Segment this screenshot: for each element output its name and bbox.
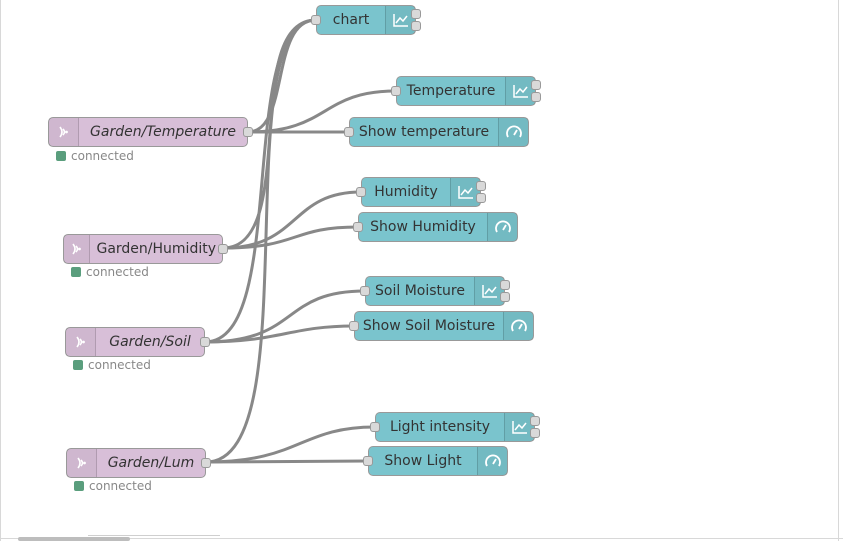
output-port[interactable] <box>243 127 253 137</box>
input-port[interactable] <box>344 127 354 137</box>
wire-temp-temperature <box>247 89 397 134</box>
input-port[interactable] <box>349 321 359 331</box>
node-label: Show Humidity <box>370 219 476 235</box>
node-label: Garden/Lum <box>107 455 195 471</box>
wire-lum-showlight <box>205 459 369 464</box>
chart-node-soil-moisture[interactable]: Soil Moisture <box>360 276 510 306</box>
workspace-bottom-border <box>0 538 843 539</box>
status-connected: connected <box>74 479 152 493</box>
mqtt-wave-icon <box>67 449 97 477</box>
mqtt-wave-icon <box>49 118 79 146</box>
gauge-icon <box>503 312 533 340</box>
line-chart-icon <box>505 77 535 105</box>
chart-node-light-intensity[interactable]: Light intensity <box>370 412 540 442</box>
status-connected: connected <box>56 149 134 163</box>
output-port-1[interactable] <box>531 80 541 90</box>
mqtt-input-node-temperature[interactable]: Garden/Temperature <box>48 117 253 147</box>
horizontal-scrollbar[interactable] <box>18 537 130 541</box>
wire-lum-chart <box>205 18 317 464</box>
mqtt-wave-icon <box>66 328 96 356</box>
input-port[interactable] <box>353 222 363 232</box>
gauge-node-humidity[interactable]: Show Humidity <box>353 212 518 242</box>
node-label: Humidity <box>374 184 438 200</box>
input-port[interactable] <box>356 187 366 197</box>
input-port[interactable] <box>363 456 373 466</box>
chart-node-humidity[interactable]: Humidity <box>356 177 486 207</box>
line-chart-icon <box>385 6 415 34</box>
output-port-1[interactable] <box>500 280 510 290</box>
gauge-icon <box>477 447 507 475</box>
node-label: chart <box>332 12 370 28</box>
node-label: Show Light <box>384 453 462 469</box>
line-chart-icon <box>504 413 534 441</box>
input-port[interactable] <box>370 422 380 432</box>
chart-node-main[interactable]: chart <box>311 5 421 35</box>
node-label: Temperature <box>406 83 496 99</box>
gauge-icon <box>487 213 517 241</box>
input-port[interactable] <box>311 15 321 25</box>
output-port-1[interactable] <box>411 9 421 19</box>
output-port[interactable] <box>218 244 228 254</box>
node-label: Garden/Soil <box>109 334 191 350</box>
gauge-node-soil-moisture[interactable]: Show Soil Moisture <box>349 311 534 341</box>
output-port-1[interactable] <box>476 181 486 191</box>
scroll-track <box>88 535 220 536</box>
wire-hum-showhum <box>222 225 359 250</box>
output-port-1[interactable] <box>530 416 540 426</box>
status-dot-icon <box>71 267 81 277</box>
status-dot-icon <box>73 360 83 370</box>
output-port-2[interactable] <box>530 428 540 438</box>
wire-soil-chart <box>204 18 317 344</box>
node-label: Show Soil Moisture <box>362 318 496 334</box>
output-port-2[interactable] <box>531 92 541 102</box>
node-label: Light intensity <box>389 419 491 435</box>
output-port-2[interactable] <box>476 193 486 203</box>
wire-temp-chart <box>247 18 317 134</box>
workspace-left-border <box>0 0 1 541</box>
wire-hum-humidity <box>222 190 362 250</box>
chart-node-temperature[interactable]: Temperature <box>391 76 541 106</box>
mqtt-wave-icon <box>64 235 91 263</box>
output-port-2[interactable] <box>500 292 510 302</box>
line-chart-icon <box>450 178 480 206</box>
workspace-right-border <box>838 0 839 541</box>
line-chart-icon <box>474 277 504 305</box>
wire-lum-light <box>205 425 376 464</box>
status-connected: connected <box>73 358 151 372</box>
output-port[interactable] <box>201 458 211 468</box>
gauge-node-temperature[interactable]: Show temperature <box>344 117 529 147</box>
mqtt-input-node-humidity[interactable]: Garden/Humidity <box>63 234 228 264</box>
wire-soil-showsoil <box>204 324 355 344</box>
node-label: Soil Moisture <box>375 283 465 299</box>
status-dot-icon <box>56 151 66 161</box>
input-port[interactable] <box>391 86 401 96</box>
node-label: Garden/Humidity <box>96 241 216 257</box>
gauge-icon <box>498 118 528 146</box>
status-connected: connected <box>71 265 149 279</box>
status-dot-icon <box>74 481 84 491</box>
output-port-2[interactable] <box>411 21 421 31</box>
node-label: Show temperature <box>358 124 490 140</box>
gauge-node-light[interactable]: Show Light <box>363 446 508 476</box>
mqtt-input-node-soil[interactable]: Garden/Soil <box>65 327 210 357</box>
node-label: Garden/Temperature <box>90 124 236 140</box>
input-port[interactable] <box>360 286 370 296</box>
mqtt-input-node-lum[interactable]: Garden/Lum <box>66 448 211 478</box>
output-port[interactable] <box>200 337 210 347</box>
